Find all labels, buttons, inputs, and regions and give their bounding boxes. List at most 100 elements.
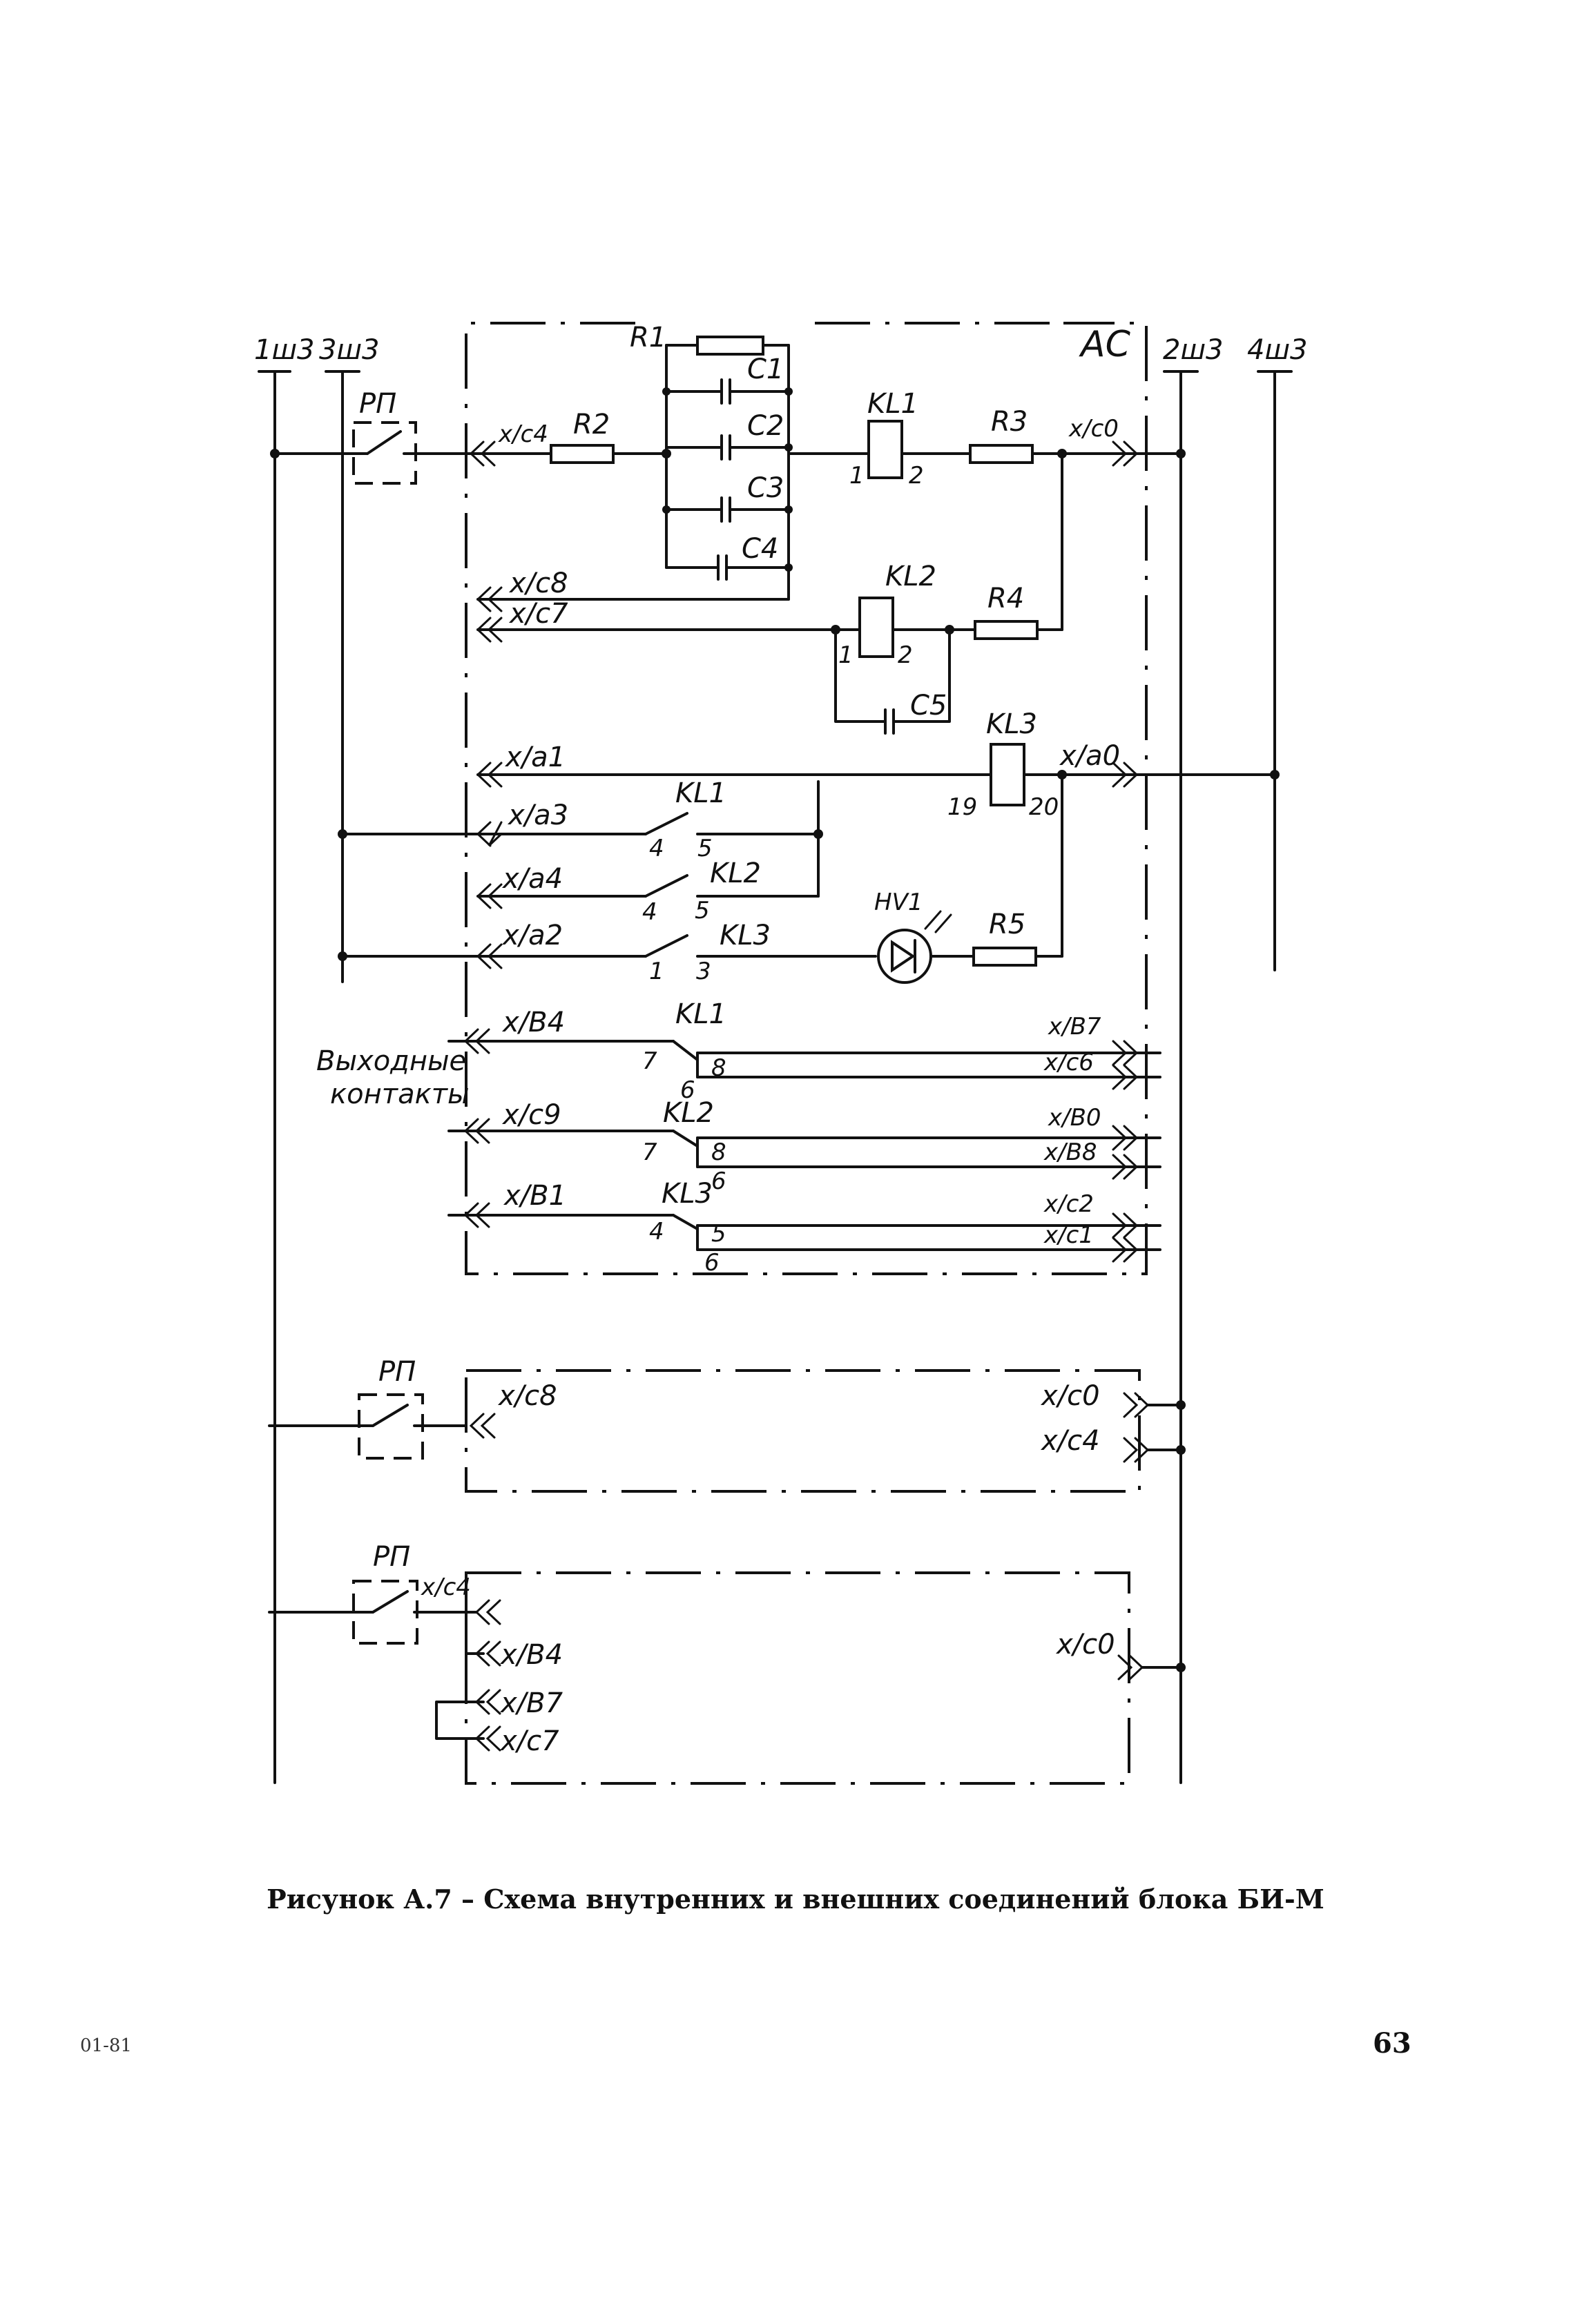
rp-label-1: РП xyxy=(359,388,396,420)
page-number: 63 xyxy=(1373,2027,1411,2060)
relay-kl2-label: KL2 xyxy=(885,561,936,592)
capacitor-c4-label: C4 xyxy=(742,533,778,565)
connector-xa2: x/a2 xyxy=(501,920,563,951)
lower1-connector-xc8: x/c8 xyxy=(497,1380,557,1412)
relay-kl3-label: KL3 xyxy=(986,708,1037,740)
figure-caption: Рисунок А.7 – Схема внутренних и внешних… xyxy=(267,1884,1324,1915)
output-kl2: x/c9 KL2 7 8 6 x/B0 x/B8 xyxy=(447,1097,1161,1195)
kl3-contact-pin-3: 3 xyxy=(696,958,711,985)
connector-xc6: x/c6 xyxy=(1043,1049,1094,1076)
indicator-hv1 xyxy=(877,929,932,984)
lower2-connector-xb4: x/B4 xyxy=(499,1639,563,1671)
resistor-r3-label: R3 xyxy=(991,406,1028,438)
rp-label-2: РП xyxy=(378,1356,416,1388)
connector-xc9: x/c9 xyxy=(501,1099,561,1131)
bus-1sh3: 1ш3 xyxy=(254,334,315,1784)
kl2-contact-label: KL2 xyxy=(710,858,761,889)
kl2-output-label: KL2 xyxy=(663,1097,714,1129)
lower-block-1: РП x/c8 x/c0 x/c4 xyxy=(268,1356,1186,1493)
capacitor-c2-label: C2 xyxy=(747,410,784,442)
connector-xb7: x/B7 xyxy=(1048,1013,1101,1040)
output-kl3: x/B1 KL3 4 5 6 x/c2 x/c1 xyxy=(447,1178,1161,1277)
lower1-connector-xc4: x/c4 xyxy=(1040,1425,1100,1457)
bus-2sh3: 2ш3 xyxy=(1163,334,1224,1784)
kl3-contact-label: KL3 xyxy=(720,920,771,951)
document-code: 01-81 xyxy=(80,2035,132,2056)
resistor-r4 xyxy=(974,620,1039,640)
bus-2sh3-label: 2ш3 xyxy=(1163,334,1224,366)
connector-xb8: x/B8 xyxy=(1043,1139,1097,1166)
bus-4sh3-label: 4ш3 xyxy=(1247,334,1308,366)
resistor-r2 xyxy=(550,444,615,464)
resistor-r5 xyxy=(972,947,1037,967)
kl1-output-pin-6: 6 xyxy=(680,1076,695,1104)
row-a3-kl1: x/a3 KL1 4 5 xyxy=(338,777,823,898)
lower-block-2: РП x/c4 x/B4 x/B7 x/c7 x/c0 xyxy=(268,1541,1186,1785)
relay-kl1-label: KL1 xyxy=(867,388,918,420)
kl2-pin-1: 1 xyxy=(838,641,854,669)
lower1-connector-xc0: x/c0 xyxy=(1040,1380,1100,1412)
capacitor-c3-label: C3 xyxy=(747,472,784,504)
output-contacts-line-1: Выходные xyxy=(316,1045,466,1077)
connector-xa1: x/a1 xyxy=(504,742,566,773)
output-contacts-line-2: контакты xyxy=(330,1078,470,1110)
lower2-connector-xb7: x/B7 xyxy=(499,1687,563,1719)
connector-xb0: x/B0 xyxy=(1048,1104,1101,1132)
row-a1-a0-kl3: x/a1 KL3 19 20 x/a0 xyxy=(476,708,1280,958)
connector-xa0: x/a0 xyxy=(1059,740,1120,772)
kl2-contact-pin-4: 4 xyxy=(642,898,657,926)
rp-label-3: РП xyxy=(373,1541,410,1573)
rp-contact-1: РП xyxy=(270,388,467,485)
row-a2-kl3-hv1: x/a2 KL3 1 3 HV1 R5 xyxy=(338,889,1063,985)
resistor-r1 xyxy=(696,336,764,356)
kl3-output-pin-4: 4 xyxy=(649,1218,664,1246)
kl2-pin-2: 2 xyxy=(898,641,913,669)
row-c8-c7-kl2: x/c8 x/c7 KL2 1 2 R4 C5 xyxy=(476,561,1063,735)
output-contacts-label: Выходные контакты xyxy=(316,1045,470,1110)
resistor-r5-label: R5 xyxy=(989,909,1025,940)
resistor-r3 xyxy=(969,444,1034,464)
kl1-output-pin-7: 7 xyxy=(642,1047,657,1075)
block-as-label: АС xyxy=(1079,324,1131,365)
kl2-output-pin-7: 7 xyxy=(642,1139,657,1166)
kl1-contact-pin-4: 4 xyxy=(649,835,664,862)
relay-kl1-coil xyxy=(867,420,903,479)
lower2-connector-xc4: x/c4 xyxy=(421,1573,471,1601)
resistor-r4-label: R4 xyxy=(987,583,1024,614)
kl1-pin-2: 2 xyxy=(909,462,924,490)
relay-kl2-coil xyxy=(858,597,894,658)
kl1-contact-label: KL1 xyxy=(675,777,726,809)
connector-xc2: x/c2 xyxy=(1043,1190,1094,1218)
capacitor-c1-label: C1 xyxy=(747,354,784,385)
connector-xa3: x/a3 xyxy=(507,800,568,831)
kl3-pin-19: 19 xyxy=(947,793,977,821)
connector-xc8: x/c8 xyxy=(508,568,568,599)
kl3-output-pin-6: 6 xyxy=(704,1249,720,1277)
bus-4sh3: 4ш3 xyxy=(1247,334,1308,971)
connector-xc4: x/c4 xyxy=(498,420,548,448)
resistor-r2-label: R2 xyxy=(573,409,610,440)
bus-3sh3-label: 3ш3 xyxy=(319,334,380,366)
lower2-connector-xc0: x/c0 xyxy=(1055,1629,1115,1660)
connector-xb1: x/B1 xyxy=(503,1180,566,1212)
bus-1sh3-label: 1ш3 xyxy=(254,334,315,366)
output-kl1: x/B4 KL1 7 8 6 x/B7 x/c6 xyxy=(447,998,1161,1104)
row-c4-c0: x/c4 R2 R1 C1 C2 C3 C4 xyxy=(465,322,1186,631)
capacitor-c5-label: C5 xyxy=(910,690,947,722)
kl2-contact-pin-5: 5 xyxy=(695,897,710,924)
kl1-contact-pin-5: 5 xyxy=(697,835,713,862)
row-a4-kl2: x/a4 KL2 4 5 xyxy=(476,858,820,926)
kl2-output-pin-8: 8 xyxy=(711,1139,726,1166)
kl3-output-label: KL3 xyxy=(662,1178,713,1210)
connector-xc7: x/c7 xyxy=(508,598,568,630)
connector-xc0: x/c0 xyxy=(1068,415,1119,443)
kl3-pin-20: 20 xyxy=(1029,793,1059,821)
relay-kl3-coil xyxy=(990,743,1025,806)
connector-xc1: x/c1 xyxy=(1043,1221,1094,1249)
kl1-output-label: KL1 xyxy=(675,998,726,1030)
lower2-connector-xc7: x/c7 xyxy=(499,1725,559,1757)
kl2-output-pin-6: 6 xyxy=(711,1168,726,1195)
kl1-output-pin-8: 8 xyxy=(711,1054,726,1082)
kl1-pin-1: 1 xyxy=(849,462,865,490)
